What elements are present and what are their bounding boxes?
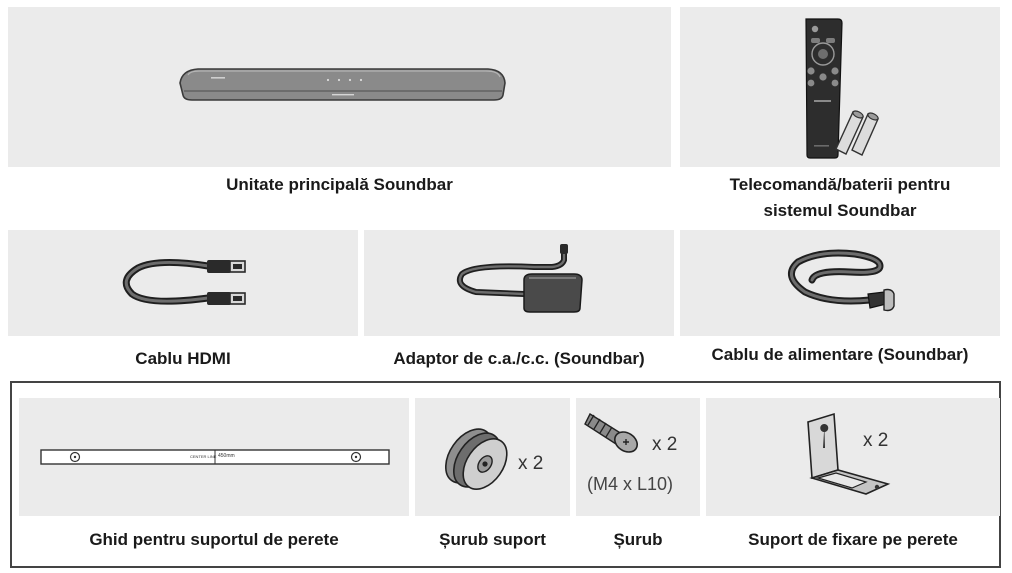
- remote-control-icon: [805, 18, 879, 159]
- hdmi-tile: [8, 230, 358, 336]
- bracket-caption: Suport de fixare pe perete: [748, 530, 958, 549]
- screw-size-label: (M4 x L10): [587, 474, 674, 494]
- remote-caption: Telecomandă/baterii pentru sistemul Soun…: [680, 172, 1000, 224]
- holder-screw-qty: x 2: [518, 453, 544, 474]
- adapter-tile: [364, 230, 674, 336]
- hdmi-cable-icon: [122, 258, 246, 305]
- power-cord-caption: Cablu de alimentare (Soundbar): [711, 345, 969, 364]
- screw-qty: x 2: [652, 434, 678, 455]
- bracket-tile: x 2: [706, 398, 1000, 516]
- holder-screw-icon: [444, 428, 508, 490]
- adapter-caption: Adaptor de c.a./c.c. (Soundbar): [393, 349, 645, 368]
- soundbar-tile: [8, 7, 671, 167]
- holder-screw-tile: x 2: [415, 398, 570, 516]
- power-cord-tile: [680, 230, 1000, 336]
- wall-guide-caption: Ghid pentru suportul de perete: [89, 530, 339, 549]
- wall-mount-accessories-frame: [10, 381, 1001, 568]
- center-line-label: CENTER LINE: [190, 454, 217, 459]
- hdmi-caption: Cablu HDMI: [135, 349, 231, 368]
- holder-screw-caption: Șurub suport: [439, 530, 546, 549]
- power-cord-icon: [787, 249, 895, 312]
- screw-caption: Șurub: [613, 530, 663, 549]
- wall-bracket-icon: [807, 412, 891, 495]
- screw-icon: [584, 412, 638, 453]
- bracket-qty: x 2: [863, 430, 889, 451]
- ac-dc-adapter-icon: [456, 244, 583, 313]
- remote-tile: [680, 7, 1000, 167]
- remote-caption-line2: sistemul Soundbar: [763, 201, 917, 220]
- soundbar-icon: [179, 68, 506, 101]
- screw-tile: x 2 (M4 x L10): [576, 398, 700, 516]
- remote-caption-line1: Telecomandă/baterii pentru: [729, 175, 951, 194]
- distance-label: 450mm: [218, 453, 235, 459]
- wall-mount-guide-icon: [40, 449, 390, 465]
- wall-guide-tile: CENTER LINE 450mm: [19, 398, 409, 516]
- soundbar-caption: Unitate principală Soundbar: [226, 175, 453, 194]
